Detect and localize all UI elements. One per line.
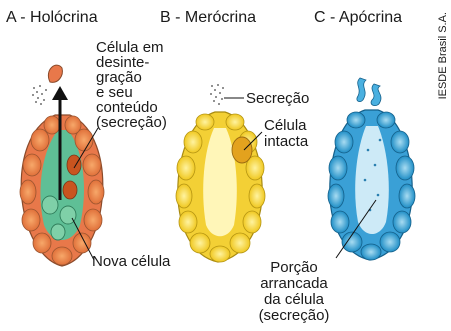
intact-cell-label: Célula intacta xyxy=(264,118,308,150)
new-cell-label: Nova célula xyxy=(92,254,170,270)
torn-portion-label: Porção arrancada da célula (secreção) xyxy=(248,260,340,324)
disintegrating-cell-label: Célula em desinte- gração e seu conteúdo… xyxy=(96,40,167,130)
secretion-label: Secreção xyxy=(246,91,309,107)
apocrine-gland xyxy=(328,78,415,260)
holocrine-gland xyxy=(20,65,104,266)
merocrine-gland xyxy=(176,84,265,262)
